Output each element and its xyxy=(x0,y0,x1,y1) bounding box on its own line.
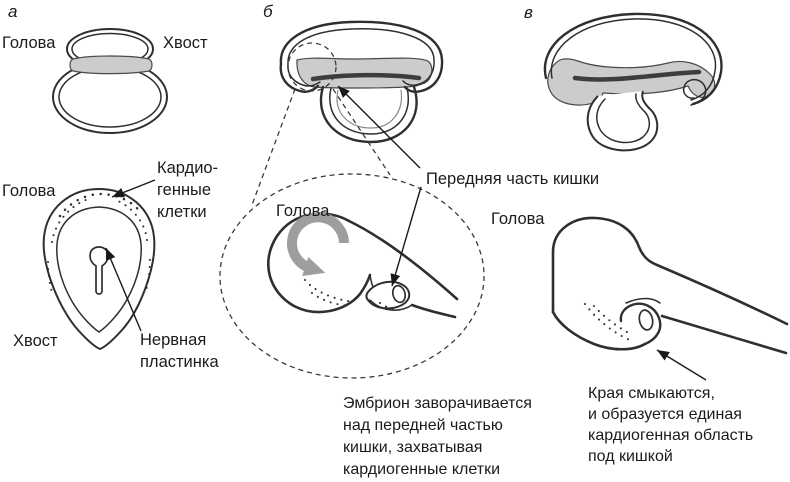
panel-v-caption: Края смыкаются, и образуется единая кард… xyxy=(588,385,753,465)
foregut-dark-band xyxy=(572,69,702,82)
cardiogenic-cells-arrow xyxy=(111,179,156,198)
neural-plate-label-line2: пластинка xyxy=(140,353,219,371)
cardiogenic-cells-label-line2: генные xyxy=(157,181,211,199)
foregut-arrow-to-inset xyxy=(390,186,422,287)
head-label: Голова xyxy=(2,34,56,52)
caption-line1: Края смыкаются, xyxy=(588,385,715,402)
panel-v: в Голова xyxy=(491,3,789,465)
head-outline xyxy=(267,212,372,314)
neural-plate-label-line1: Нервная xyxy=(140,331,206,349)
panel-a-dorsal-view: Голова Кардио- генные клетки Хвост Нервн… xyxy=(2,159,219,371)
tail-label: Хвост xyxy=(163,34,208,52)
panel-a-section-view: Голова Хвост xyxy=(2,28,208,134)
caption-line2: над передней частью xyxy=(343,417,503,434)
cardiogenic-cells-dots xyxy=(583,302,635,343)
cardiogenic-region xyxy=(547,58,716,106)
dots-row-2 xyxy=(310,291,352,308)
head-label: Голова xyxy=(491,210,545,228)
gut-lobe-innermost-line xyxy=(336,89,403,129)
neural-plate-arrow xyxy=(105,247,142,332)
cardiogenic-cells-label-line1: Кардио- xyxy=(157,159,218,177)
cardiogenic-cells-label-line3: клетки xyxy=(157,203,207,221)
foregut-tube-opening xyxy=(638,309,654,331)
panel-b-letter: б xyxy=(263,2,274,21)
caption-line4: кардиогенные клетки xyxy=(343,461,500,478)
gut-lobe-inner-line xyxy=(329,87,409,135)
caption-line3: кардиогенная область xyxy=(588,427,753,444)
panel-a-letter: а xyxy=(8,2,17,21)
cardiogenic-band xyxy=(69,55,153,75)
tube-top-line xyxy=(625,297,661,304)
dots-row-1 xyxy=(583,302,634,343)
caption-line4: под кишкой xyxy=(588,448,673,465)
body-lower-line xyxy=(660,314,788,355)
foregut-tube-curl xyxy=(619,302,662,346)
magnifier-leader-right xyxy=(332,88,391,176)
panel-b-caption: Эмбрион заворачивается над передней част… xyxy=(343,395,532,478)
caption-line2: и образуется единая xyxy=(588,406,742,423)
panel-b-section-view xyxy=(279,20,444,144)
dots-row-1 xyxy=(58,192,143,218)
amnion-inner-line xyxy=(550,18,717,101)
cardiogenic-cells-dots xyxy=(303,278,408,311)
right-fold-spiral xyxy=(682,78,707,106)
caption-line3: кишки, захватывая xyxy=(343,439,482,456)
body-lower-line xyxy=(410,303,457,319)
panel-v-letter: в xyxy=(524,3,533,22)
magnifier-leader-left xyxy=(251,88,296,206)
panel-b: б xyxy=(219,2,599,478)
gut-lobe-outer-line xyxy=(319,85,418,144)
dots-row-2-right xyxy=(114,198,149,242)
foregut-dark-band xyxy=(310,72,422,82)
foregut-arrow-to-section xyxy=(337,85,421,169)
panel-b-inset: Голова xyxy=(219,173,485,379)
panel-a: а Голова Хвост Голова xyxy=(2,2,219,371)
embryonic-disc-inner-line xyxy=(56,206,142,333)
fold-under-tube-line xyxy=(369,299,413,311)
foregut-label: Передняя часть кишки xyxy=(426,170,599,188)
amnion-inner-line xyxy=(287,28,435,87)
tail-label: Хвост xyxy=(13,332,58,350)
folding-rotation-arrow xyxy=(287,212,349,276)
merging-edges-arrow xyxy=(656,349,707,381)
cardiogenic-cells-dots xyxy=(46,192,152,298)
inset-dashed-ellipse xyxy=(219,173,485,379)
dots-row-2 xyxy=(592,304,635,337)
head-lower-outline xyxy=(551,310,647,351)
dots-under-tube xyxy=(378,301,408,311)
head-label: Голова xyxy=(276,202,330,220)
head-label: Голова xyxy=(2,182,56,200)
caption-line1: Эмбрион заворачивается xyxy=(343,395,532,412)
amnion-outer-line xyxy=(279,20,444,93)
head-body-upper-outline xyxy=(551,216,789,326)
gut-loop-inner xyxy=(596,93,651,144)
amnion-outer-line xyxy=(543,12,723,106)
panel-v-section-view xyxy=(543,12,723,152)
panel-v-side-view: Голова xyxy=(491,210,789,381)
magnified-region-circle xyxy=(287,42,337,92)
